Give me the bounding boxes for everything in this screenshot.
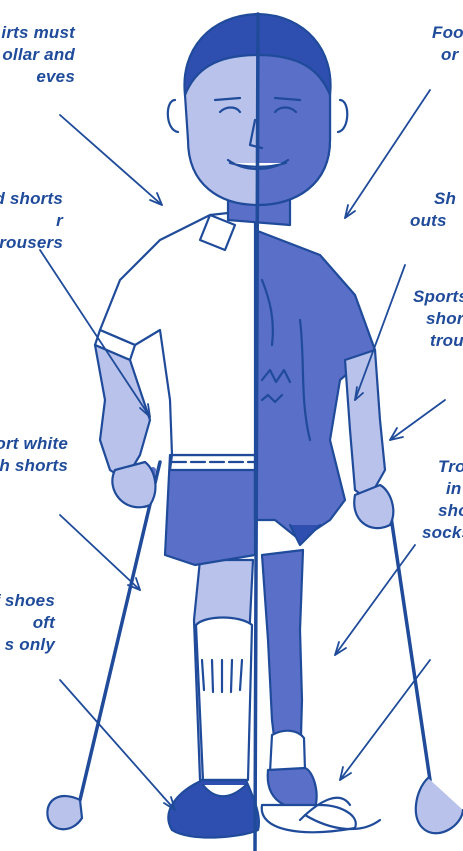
- label-line: r: [0, 210, 63, 232]
- label-footwear: Foo or: [432, 22, 463, 66]
- label-shoes: f shoes oft s only: [0, 590, 55, 656]
- label-line: socks.: [400, 522, 463, 544]
- label-line: rousers: [0, 232, 63, 254]
- label-line: hort white: [0, 433, 68, 455]
- label-line: d shorts: [0, 188, 63, 210]
- label-line: Foo: [432, 22, 463, 44]
- label-line: short: [413, 308, 463, 330]
- label-line: Sports: [413, 286, 463, 308]
- label-line: or: [432, 44, 463, 66]
- right-leg: [262, 550, 380, 832]
- label-sports: Sports short trous: [413, 286, 463, 352]
- label-shirts: irts must ollar and eves: [1, 22, 75, 88]
- label-line: trous: [413, 330, 463, 352]
- label-line: ollar and: [1, 44, 75, 66]
- label-line: oft: [0, 612, 55, 634]
- label-trousers: Tro in shor socks.: [400, 456, 463, 544]
- label-line: th shorts: [0, 455, 68, 477]
- label-shirts-out: Sh outs: [430, 188, 456, 232]
- shorts-left: [165, 455, 255, 565]
- arm-right: [345, 350, 393, 528]
- label-socks: hort white th shorts: [0, 433, 68, 477]
- label-line: outs: [410, 210, 456, 232]
- label-line: f shoes: [0, 590, 55, 612]
- label-shorts: d shorts r rousers: [0, 188, 63, 254]
- label-line: Sh: [430, 188, 456, 210]
- label-line: shor: [400, 500, 463, 522]
- label-line: irts must: [1, 22, 75, 44]
- golf-club-right: [390, 510, 463, 833]
- arm-left: [95, 345, 155, 507]
- label-line: eves: [1, 66, 75, 88]
- label-line: in: [400, 478, 463, 500]
- label-line: Tro: [400, 456, 463, 478]
- label-line: s only: [0, 634, 55, 656]
- left-leg: [168, 560, 259, 838]
